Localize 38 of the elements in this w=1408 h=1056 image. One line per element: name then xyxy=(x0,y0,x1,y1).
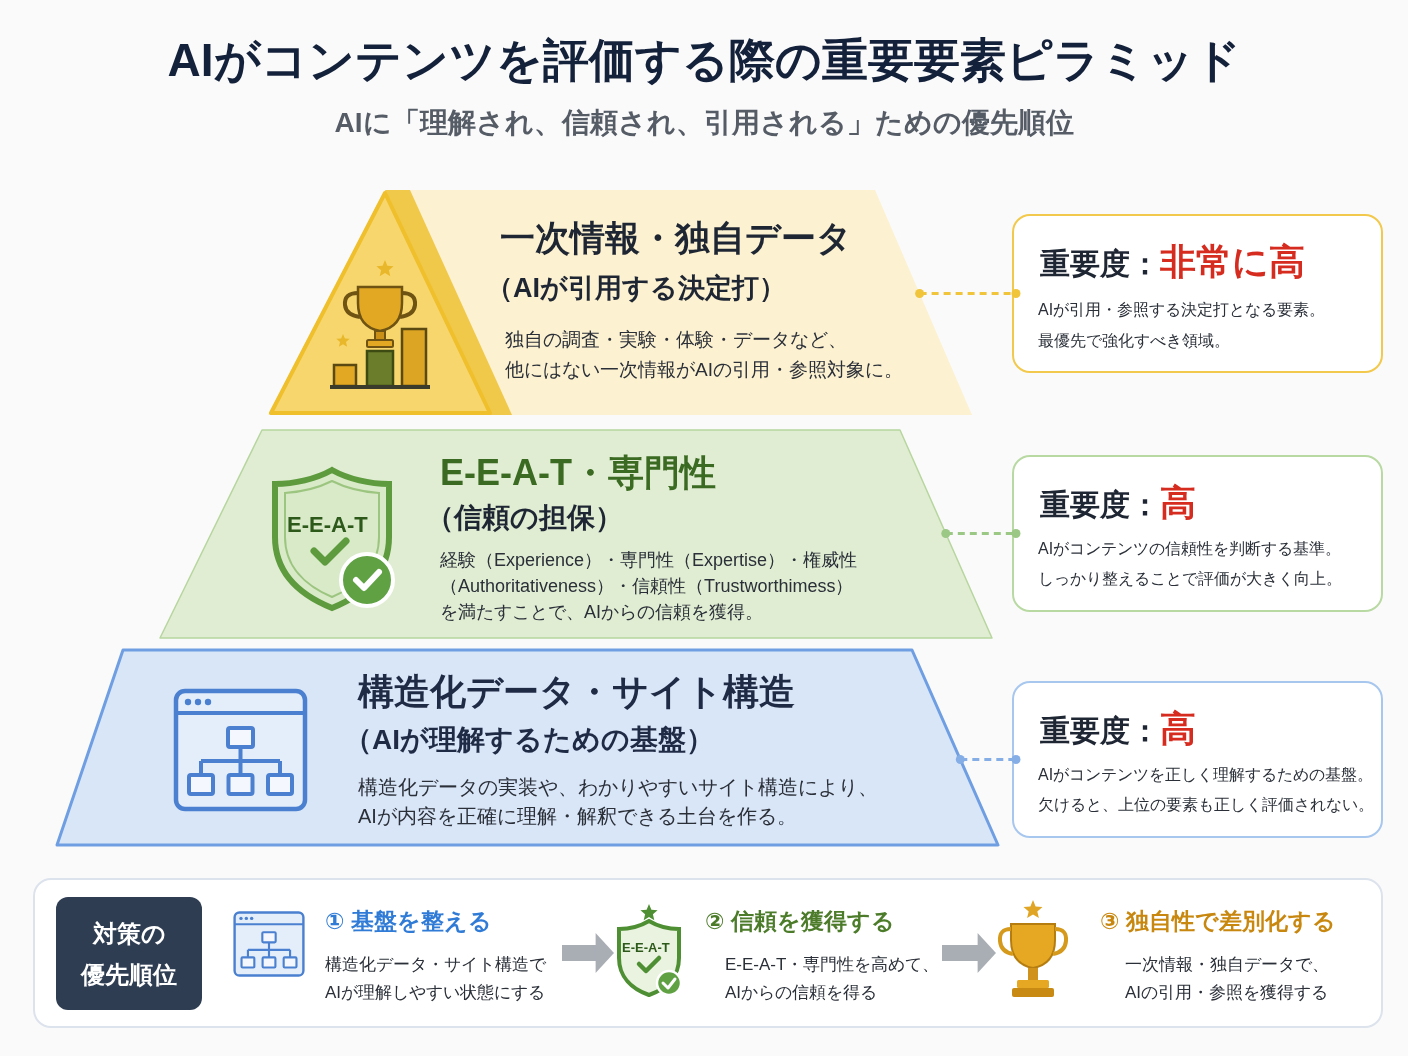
rounded-panel xyxy=(33,878,1383,1028)
dotted-connector xyxy=(955,755,1021,764)
tier-subtitle: （AIが引用する決定打） xyxy=(486,272,786,305)
priority-box: 対策の優先順位 xyxy=(56,897,202,1010)
importance-card xyxy=(1012,681,1383,838)
tier-title: 一次情報・独自データ xyxy=(500,217,852,259)
shield-text: E-E-A-T xyxy=(287,512,368,539)
tier-subtitle: （AIが理解するための基盤） xyxy=(344,723,714,757)
tier-description: 独自の調査・実験・体験・データなど、他にはない一次情報がAIの引用・参照対象に。 xyxy=(505,328,904,382)
importance-level: 高 xyxy=(1160,481,1196,525)
step-description: 構造化データ・サイト構造でAIが理解しやすい状態にする xyxy=(325,954,547,1004)
dotted-connector xyxy=(915,289,1021,298)
step-heading: ① 基盤を整える xyxy=(325,908,492,936)
tier-description: 経験（Experience）・専門性（Expertise）・権威性（Authoritativeness）・信頼性（Trustworthimess）を満たすことで、AIからの信頼を獲得。 xyxy=(440,549,859,624)
subtitle: AIに「理解され、信頼され、引用される」ための優先順位 xyxy=(334,106,1074,140)
tier-description: 構造化データの実装や、わかりやすいサイト構造により、AIが内容を正確に理解・解釈できる土台を作る。 xyxy=(358,775,879,829)
step-heading: ③ 独自性で差別化する xyxy=(1100,908,1336,936)
shield-text: E-E-A-T xyxy=(622,940,670,956)
importance-level: 非常に高 xyxy=(1160,240,1305,284)
tier-title: 構造化データ・サイト構造 xyxy=(358,670,795,714)
card-description: AIがコンテンツを正しく理解するための基盤。欠けると、上位の要素も正しく評価されない。 xyxy=(1038,765,1375,815)
card-description: AIがコンテンツの信頼性を判断する基準。しっかり整えることで評価が大きく向上。 xyxy=(1038,539,1343,589)
dotted-connector xyxy=(941,529,1021,538)
page-title: AIがコンテンツを評価する際の重要要素ピラミッド xyxy=(167,33,1241,88)
tier-title: E-E-A-T・専門性 xyxy=(440,451,716,495)
importance-level: 高 xyxy=(1160,707,1196,751)
arrow xyxy=(942,933,996,973)
tier-subtitle: （信頼の担保） xyxy=(426,501,623,535)
importance-label: 重要度： xyxy=(1040,487,1160,523)
importance-label: 重要度： xyxy=(1040,713,1160,749)
step-description: 一次情報・独自データで、AIの引用・参照を獲得する xyxy=(1125,954,1330,1004)
step-description: E-E-A-T・専門性を高めて、AIからの信頼を得る xyxy=(725,954,941,1004)
step-heading: ② 信頼を獲得する xyxy=(705,908,895,936)
card-description: AIが引用・参照する決定打となる要素。最優先で強化すべき領域。 xyxy=(1038,300,1327,351)
importance-label: 重要度： xyxy=(1040,246,1160,282)
arrow xyxy=(562,933,614,973)
importance-card xyxy=(1012,455,1383,612)
importance-card xyxy=(1012,214,1383,373)
